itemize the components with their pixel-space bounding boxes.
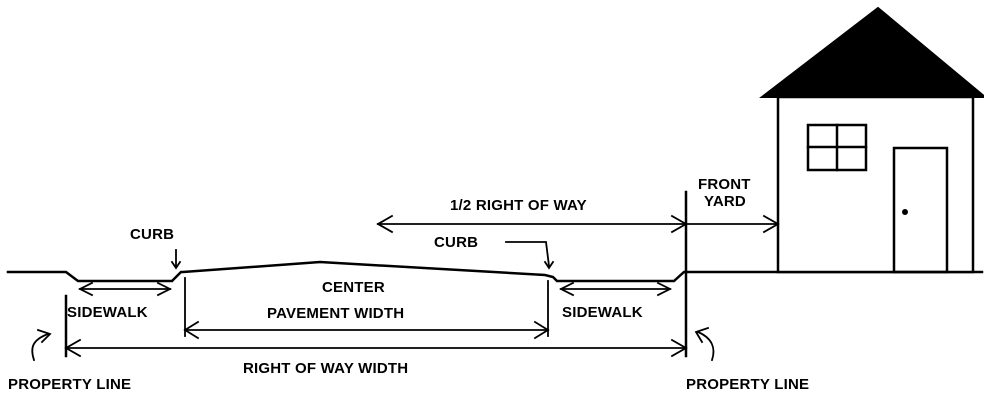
property-line-left-pointer xyxy=(31,328,52,362)
center-label: CENTER xyxy=(322,279,385,296)
property-line-right-label: PROPERTY LINE xyxy=(686,376,810,393)
sidewalk-left-dimension xyxy=(77,281,173,297)
sidewalk-left-label: SIDEWALK xyxy=(67,304,148,321)
front-yard-label-line2: YARD xyxy=(704,193,746,210)
ground-profile xyxy=(6,260,984,283)
right-of-way-width-label: RIGHT OF WAY WIDTH xyxy=(243,360,409,377)
house xyxy=(759,6,984,274)
house-roof xyxy=(759,6,984,98)
half-right-of-way-label: 1/2 RIGHT OF WAY xyxy=(450,197,587,214)
property-line-left-label: PROPERTY LINE xyxy=(8,376,132,393)
door-knob-icon xyxy=(902,209,908,215)
front-yard-dimension xyxy=(685,214,780,234)
curb-right-pointer xyxy=(505,241,555,270)
front-yard-label-line1: FRONT xyxy=(698,176,751,193)
pavement-width-label: PAVEMENT WIDTH xyxy=(267,305,405,322)
house-wall xyxy=(776,95,975,274)
pavement-width-dimension xyxy=(183,277,550,340)
curb-left-pointer xyxy=(170,249,182,270)
sidewalk-right-dimension xyxy=(558,281,673,297)
property-line-right-pointer xyxy=(694,326,715,362)
sidewalk-right-label: SIDEWALK xyxy=(562,304,643,321)
curb-left-label: CURB xyxy=(130,226,175,243)
half-right-of-way-dimension xyxy=(376,214,688,234)
house-window xyxy=(806,123,868,172)
house-door xyxy=(892,146,949,274)
curb-right-label: CURB xyxy=(434,234,479,251)
right-of-way-width-dimension xyxy=(64,338,688,358)
